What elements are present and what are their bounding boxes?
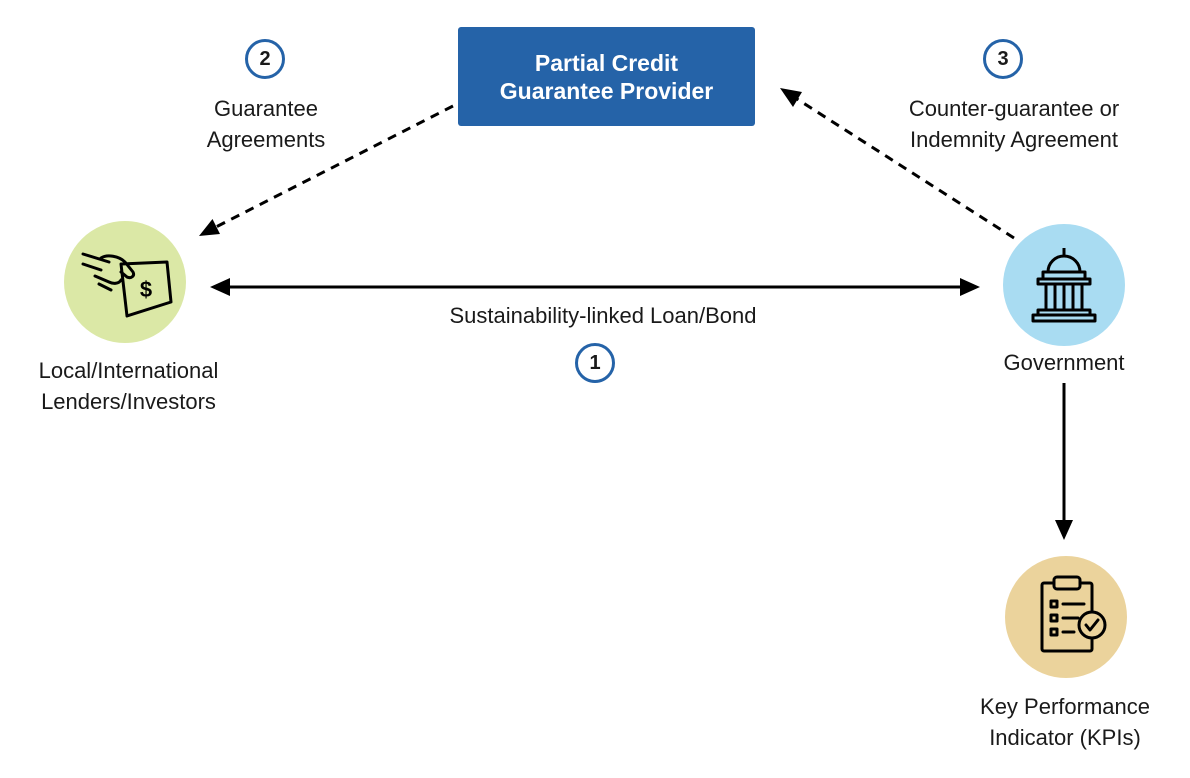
hand-money-icon: $ — [81, 252, 173, 318]
kpi-node — [1005, 556, 1127, 678]
provider-title-line2: Guarantee Provider — [499, 77, 714, 104]
step-badge-1: 1 — [575, 343, 615, 383]
loan-bond-label: Sustainability-linked Loan/Bond — [449, 303, 757, 328]
kpi-label: Key Performance Indicator (KPIs) — [955, 691, 1175, 753]
government-node — [1003, 224, 1125, 346]
kpi-arrow — [1055, 383, 1073, 540]
step-badge-3: 3 — [983, 39, 1023, 79]
kpi-label-line1: Key Performance — [980, 694, 1150, 719]
counter-guarantee-arrow — [780, 88, 1015, 240]
guarantee-label-line2: Agreements — [206, 127, 326, 152]
counter-guarantee-label: Counter-guarantee or Indemnity Agreement — [888, 93, 1140, 155]
government-label: Government — [1003, 350, 1125, 375]
loan-arrow — [210, 278, 980, 296]
guarantee-agreements-label: Guarantee Agreements — [186, 93, 346, 155]
counter-label-line2: Indemnity Agreement — [910, 127, 1118, 152]
guarantee-provider-box: Partial Credit Guarantee Provider — [458, 27, 755, 126]
checklist-clipboard-icon — [1040, 575, 1107, 653]
lenders-label: Local/International Lenders/Investors — [10, 355, 247, 417]
guarantee-label-line1: Guarantee — [214, 96, 318, 121]
counter-label-line1: Counter-guarantee or — [908, 96, 1120, 121]
lenders-label-line2: Lenders/Investors — [41, 389, 216, 414]
provider-title-line1: Partial Credit — [534, 49, 679, 76]
guarantee-arrow — [199, 104, 454, 236]
lenders-node: $ — [64, 221, 186, 343]
step-badge-2: 2 — [245, 39, 285, 79]
svg-text:$: $ — [140, 277, 152, 302]
government-building-icon — [1031, 248, 1097, 323]
kpi-label-line2: Indicator (KPIs) — [989, 725, 1141, 750]
lenders-label-line1: Local/International — [38, 358, 219, 383]
